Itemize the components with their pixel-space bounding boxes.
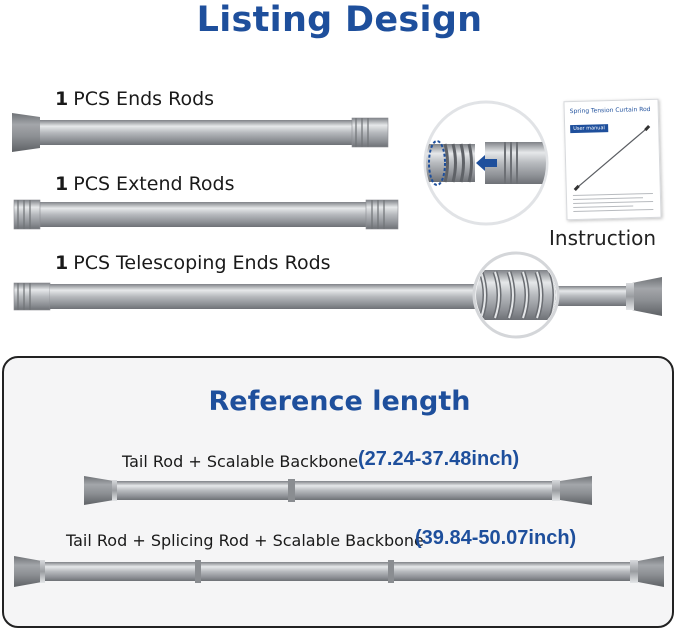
telescoping-rods-qty: 1 (55, 252, 69, 274)
extend-rods-text: PCS Extend Rods (73, 173, 235, 195)
reference-row-2-range: (39.84-50.07inch) (415, 527, 577, 549)
reference-title: Reference length (208, 386, 471, 417)
reference-row-1-label: Tail Rod + Scalable Backbone (122, 452, 359, 471)
extend-rods-qty: 1 (55, 173, 69, 195)
manual-rod-sketch (573, 124, 651, 192)
spring-detail-magnifier (472, 251, 560, 339)
page-title: Listing Design (196, 0, 483, 40)
manual-text-lines (572, 190, 654, 215)
ends-rods-text: PCS Ends Rods (73, 88, 215, 110)
reference-row-2-label: Tail Rod + Splicing Rod + Scalable Backb… (66, 531, 424, 550)
reference-row-1-range: (27.24-37.48inch) (358, 448, 520, 470)
telescoping-rods-text: PCS Telescoping Ends Rods (73, 252, 331, 274)
ends-rods-qty: 1 (55, 88, 69, 110)
instruction-manual: Spring Tension Curtain Rod User manual (563, 98, 662, 221)
connection-detail-circle (423, 100, 549, 226)
instruction-label: Instruction (549, 226, 657, 250)
manual-title: Spring Tension Curtain Rod (569, 105, 651, 116)
